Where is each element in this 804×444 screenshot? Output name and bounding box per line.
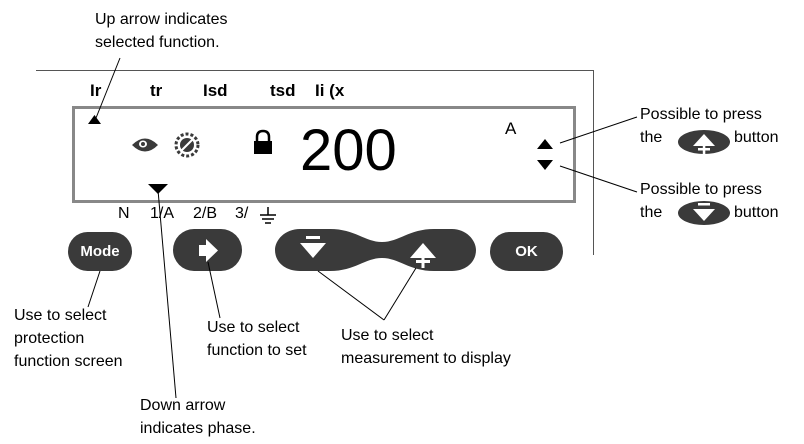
up-arrow-annotation: Up arrow indicates selected function.: [95, 11, 228, 51]
down-arrow-annotation: Down arrow indicates phase.: [140, 397, 256, 437]
display-value: 200: [300, 118, 397, 183]
triangle-up-icon[interactable]: [537, 139, 553, 149]
plus-up-icon: [410, 243, 436, 268]
function-isd[interactable]: Isd: [203, 81, 228, 100]
phase-1a: 1/A: [150, 205, 175, 222]
eye-icon: [132, 138, 158, 152]
press-up-suffix: button: [734, 129, 779, 146]
down-up-button[interactable]: [275, 229, 476, 271]
lock-icon: [254, 129, 272, 154]
function-ir[interactable]: Ir: [90, 81, 102, 100]
display-unit: A: [505, 119, 517, 138]
measure-help-annotation: Use to select measurement to display: [341, 327, 511, 367]
press-up-annotation: Possible to press the: [640, 106, 762, 146]
leader-lines: [87, 57, 638, 399]
function-tr[interactable]: tr: [150, 81, 163, 100]
mode-help-annotation: Use to select protection function screen: [14, 307, 123, 370]
function-ii[interactable]: Ii (x: [315, 81, 345, 100]
ground-icon: [260, 207, 276, 224]
device-panel: [36, 70, 594, 255]
phase-n: N: [118, 205, 130, 222]
right-arrow-icon: [199, 239, 218, 262]
down-button-inline-icon: [678, 201, 730, 225]
minus-down-icon: [300, 236, 326, 258]
mode-button-label: Mode: [80, 243, 120, 260]
up-button-inline-icon: [678, 130, 730, 154]
selected-function-up-arrow: [88, 115, 101, 124]
phase-2b: 2/B: [193, 205, 218, 222]
settings-icon: [174, 132, 200, 158]
lcd-screen: [72, 106, 576, 203]
mode-button[interactable]: Mode: [68, 232, 132, 271]
phase-3: 3/: [235, 205, 249, 222]
ok-button[interactable]: OK: [490, 232, 563, 271]
function-help-annotation: Use to select function to set: [207, 319, 307, 359]
ok-button-label: OK: [515, 243, 538, 260]
press-down-suffix: button: [734, 204, 779, 221]
function-tsd[interactable]: tsd: [270, 81, 296, 100]
triangle-down-icon[interactable]: [537, 160, 553, 170]
press-down-annotation: Possible to press the: [640, 181, 762, 221]
phase-down-arrow: [148, 184, 168, 194]
